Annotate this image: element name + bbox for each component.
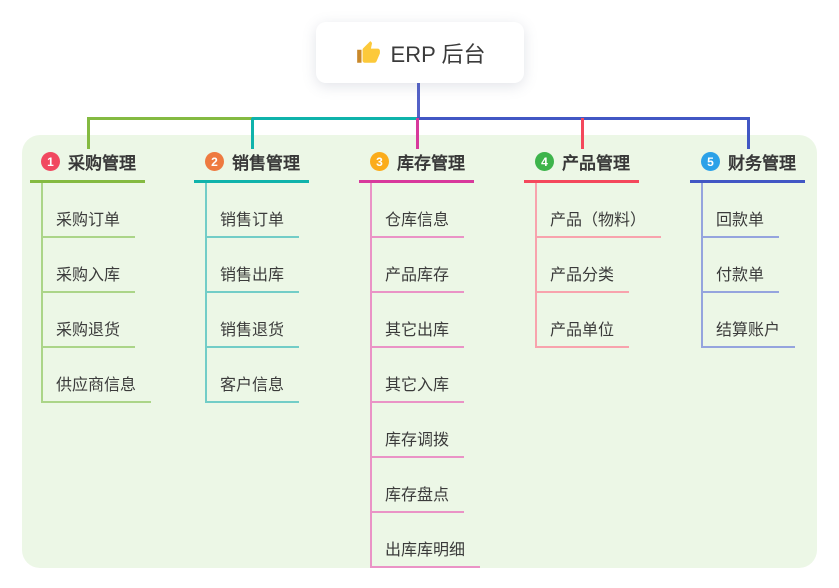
connector-drop-sales [251,118,254,149]
child-node[interactable]: 产品（物料） [537,206,662,238]
child-node[interactable]: 产品单位 [537,316,630,348]
branch-purchase-children: 采购订单 采购入库 采购退货 供应商信息 [41,183,152,403]
child-node[interactable]: 产品库存 [372,261,465,293]
connector-drop-finance [747,118,750,149]
branch-title: 财务管理 [728,154,796,173]
child-node[interactable]: 回款单 [703,206,780,238]
branch-title: 产品管理 [562,154,630,173]
root-title: ERP 后台 [390,41,486,67]
branch-inventory: 3 库存管理 仓库信息 产品库存 其它出库 其它入库 库存调拨 库存盘点 出库库… [359,149,481,568]
connector-drop-inventory [416,118,419,149]
child-node[interactable]: 出库库明细 [372,536,481,568]
branch-number-badge: 3 [370,152,389,171]
branch-number-badge: 5 [701,152,720,171]
branch-sales: 2 销售管理 销售订单 销售出库 销售退货 客户信息 [194,149,309,403]
thumbs-up-icon [356,40,380,63]
branch-sales-children: 销售订单 销售出库 销售退货 客户信息 [205,183,309,403]
branch-title: 采购管理 [68,154,136,173]
child-node[interactable]: 采购退货 [43,316,136,348]
branch-purchase: 1 采购管理 采购订单 采购入库 采购退货 供应商信息 [30,149,152,403]
child-node[interactable]: 其它入库 [372,371,465,403]
child-node[interactable]: 采购订单 [43,206,136,238]
branch-sales-header[interactable]: 2 销售管理 [194,149,309,183]
child-node[interactable]: 仓库信息 [372,206,465,238]
branch-title: 销售管理 [232,154,300,173]
branch-purchase-header[interactable]: 1 采购管理 [30,149,145,183]
branch-number-badge: 1 [41,152,60,171]
canvas-panel [22,135,817,568]
child-node[interactable]: 产品分类 [537,261,630,293]
branch-finance-header[interactable]: 5 财务管理 [690,149,805,183]
child-node[interactable]: 销售订单 [207,206,300,238]
child-node[interactable]: 库存盘点 [372,481,465,513]
branch-number-badge: 4 [535,152,554,171]
child-node[interactable]: 结算账户 [703,316,796,348]
child-node[interactable]: 供应商信息 [43,371,152,403]
child-node[interactable]: 库存调拨 [372,426,465,458]
child-node[interactable]: 销售退货 [207,316,300,348]
branch-finance: 5 财务管理 回款单 付款单 结算账户 [690,149,805,348]
child-node[interactable]: 付款单 [703,261,780,293]
child-node[interactable]: 采购入库 [43,261,136,293]
root-node[interactable]: ERP 后台 [316,22,524,83]
child-node[interactable]: 销售出库 [207,261,300,293]
branch-title: 库存管理 [397,154,465,173]
child-node[interactable]: 客户信息 [207,371,300,403]
branch-product-header[interactable]: 4 产品管理 [524,149,639,183]
branch-finance-children: 回款单 付款单 结算账户 [701,183,805,348]
branch-product-children: 产品（物料） 产品分类 产品单位 [535,183,662,348]
child-node[interactable]: 其它出库 [372,316,465,348]
connector-root [417,83,420,120]
connector-bus-purchase [87,117,252,120]
connector-drop-purchase [87,118,90,149]
branch-inventory-children: 仓库信息 产品库存 其它出库 其它入库 库存调拨 库存盘点 出库库明细 [370,183,481,568]
branch-number-badge: 2 [205,152,224,171]
connector-bus-sales [252,117,419,120]
connector-drop-product [581,118,584,149]
branch-product: 4 产品管理 产品（物料） 产品分类 产品单位 [524,149,662,348]
branch-inventory-header[interactable]: 3 库存管理 [359,149,474,183]
